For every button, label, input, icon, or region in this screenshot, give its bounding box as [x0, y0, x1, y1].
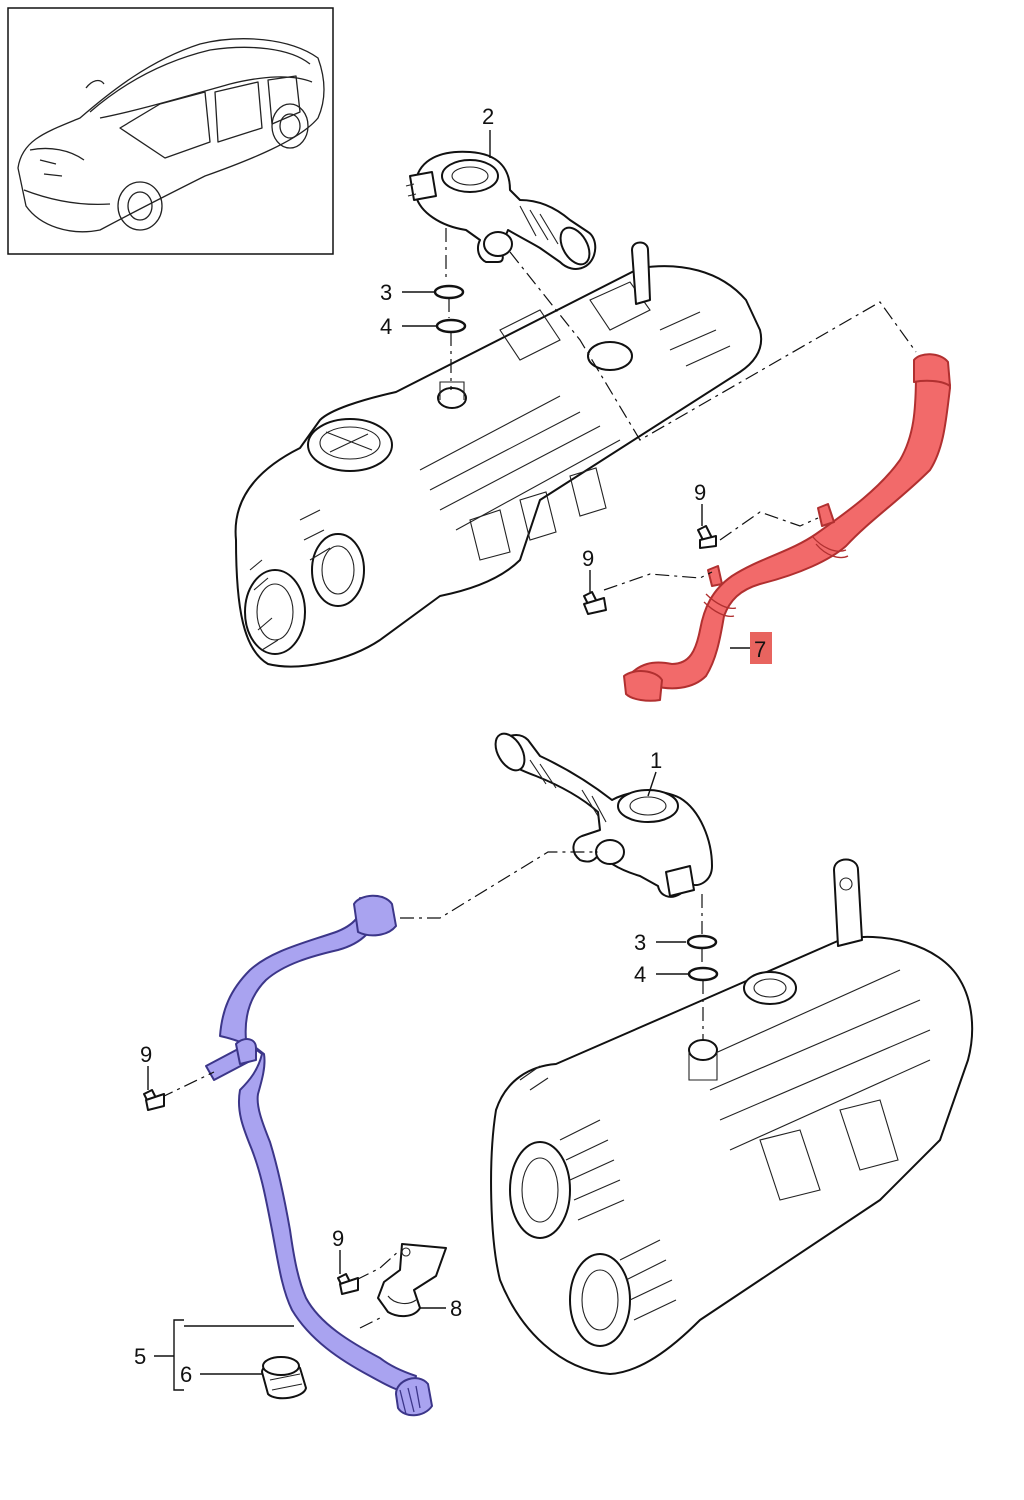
callout-5: 5	[134, 1344, 146, 1369]
callout-8: 8	[450, 1296, 462, 1321]
valve-cover-upper	[234, 241, 763, 668]
hose-5-highlighted	[205, 894, 433, 1417]
callout-7-box	[750, 632, 772, 664]
leader-lines	[147, 130, 752, 1391]
callout-1: 1	[650, 748, 662, 773]
oil-separator-lower	[494, 732, 713, 898]
callout-2: 2	[482, 104, 494, 129]
callout-labels: 2 3 4 9 9 7 1 3 4 9 9 8 5 6	[134, 104, 772, 1387]
valve-cover-lower	[490, 858, 974, 1375]
callout-3-lower: 3	[634, 930, 646, 955]
cap-6	[261, 1356, 307, 1400]
oil-separator-upper	[405, 150, 597, 270]
callout-3-upper: 3	[380, 280, 392, 305]
callout-9-upper-a: 9	[694, 480, 706, 505]
upper-assembly	[234, 150, 951, 702]
screw-9-lower-a	[143, 1089, 165, 1111]
callout-4-lower: 4	[634, 962, 646, 987]
callout-4-upper: 4	[380, 314, 392, 339]
vehicle-thumbnail	[7, 7, 334, 255]
callout-9-upper-b: 9	[582, 546, 594, 571]
callout-9-lower-b: 9	[332, 1226, 344, 1251]
o-ring-4-upper	[435, 318, 467, 334]
o-ring-3-upper	[433, 284, 465, 300]
screw-9-upper-b	[583, 591, 607, 615]
callout-6: 6	[180, 1362, 192, 1387]
lower-assembly	[143, 732, 974, 1417]
screw-9-upper-a	[697, 525, 717, 549]
sedan-car-icon	[17, 38, 325, 233]
callout-7: 7	[754, 637, 766, 662]
callout-9-lower-a: 9	[140, 1042, 152, 1067]
screw-9-lower-b	[337, 1273, 359, 1295]
hose-7-highlighted	[623, 353, 951, 702]
o-ring-3-lower	[686, 934, 718, 950]
bracket-8	[377, 1243, 447, 1318]
o-ring-4-lower	[687, 966, 719, 982]
